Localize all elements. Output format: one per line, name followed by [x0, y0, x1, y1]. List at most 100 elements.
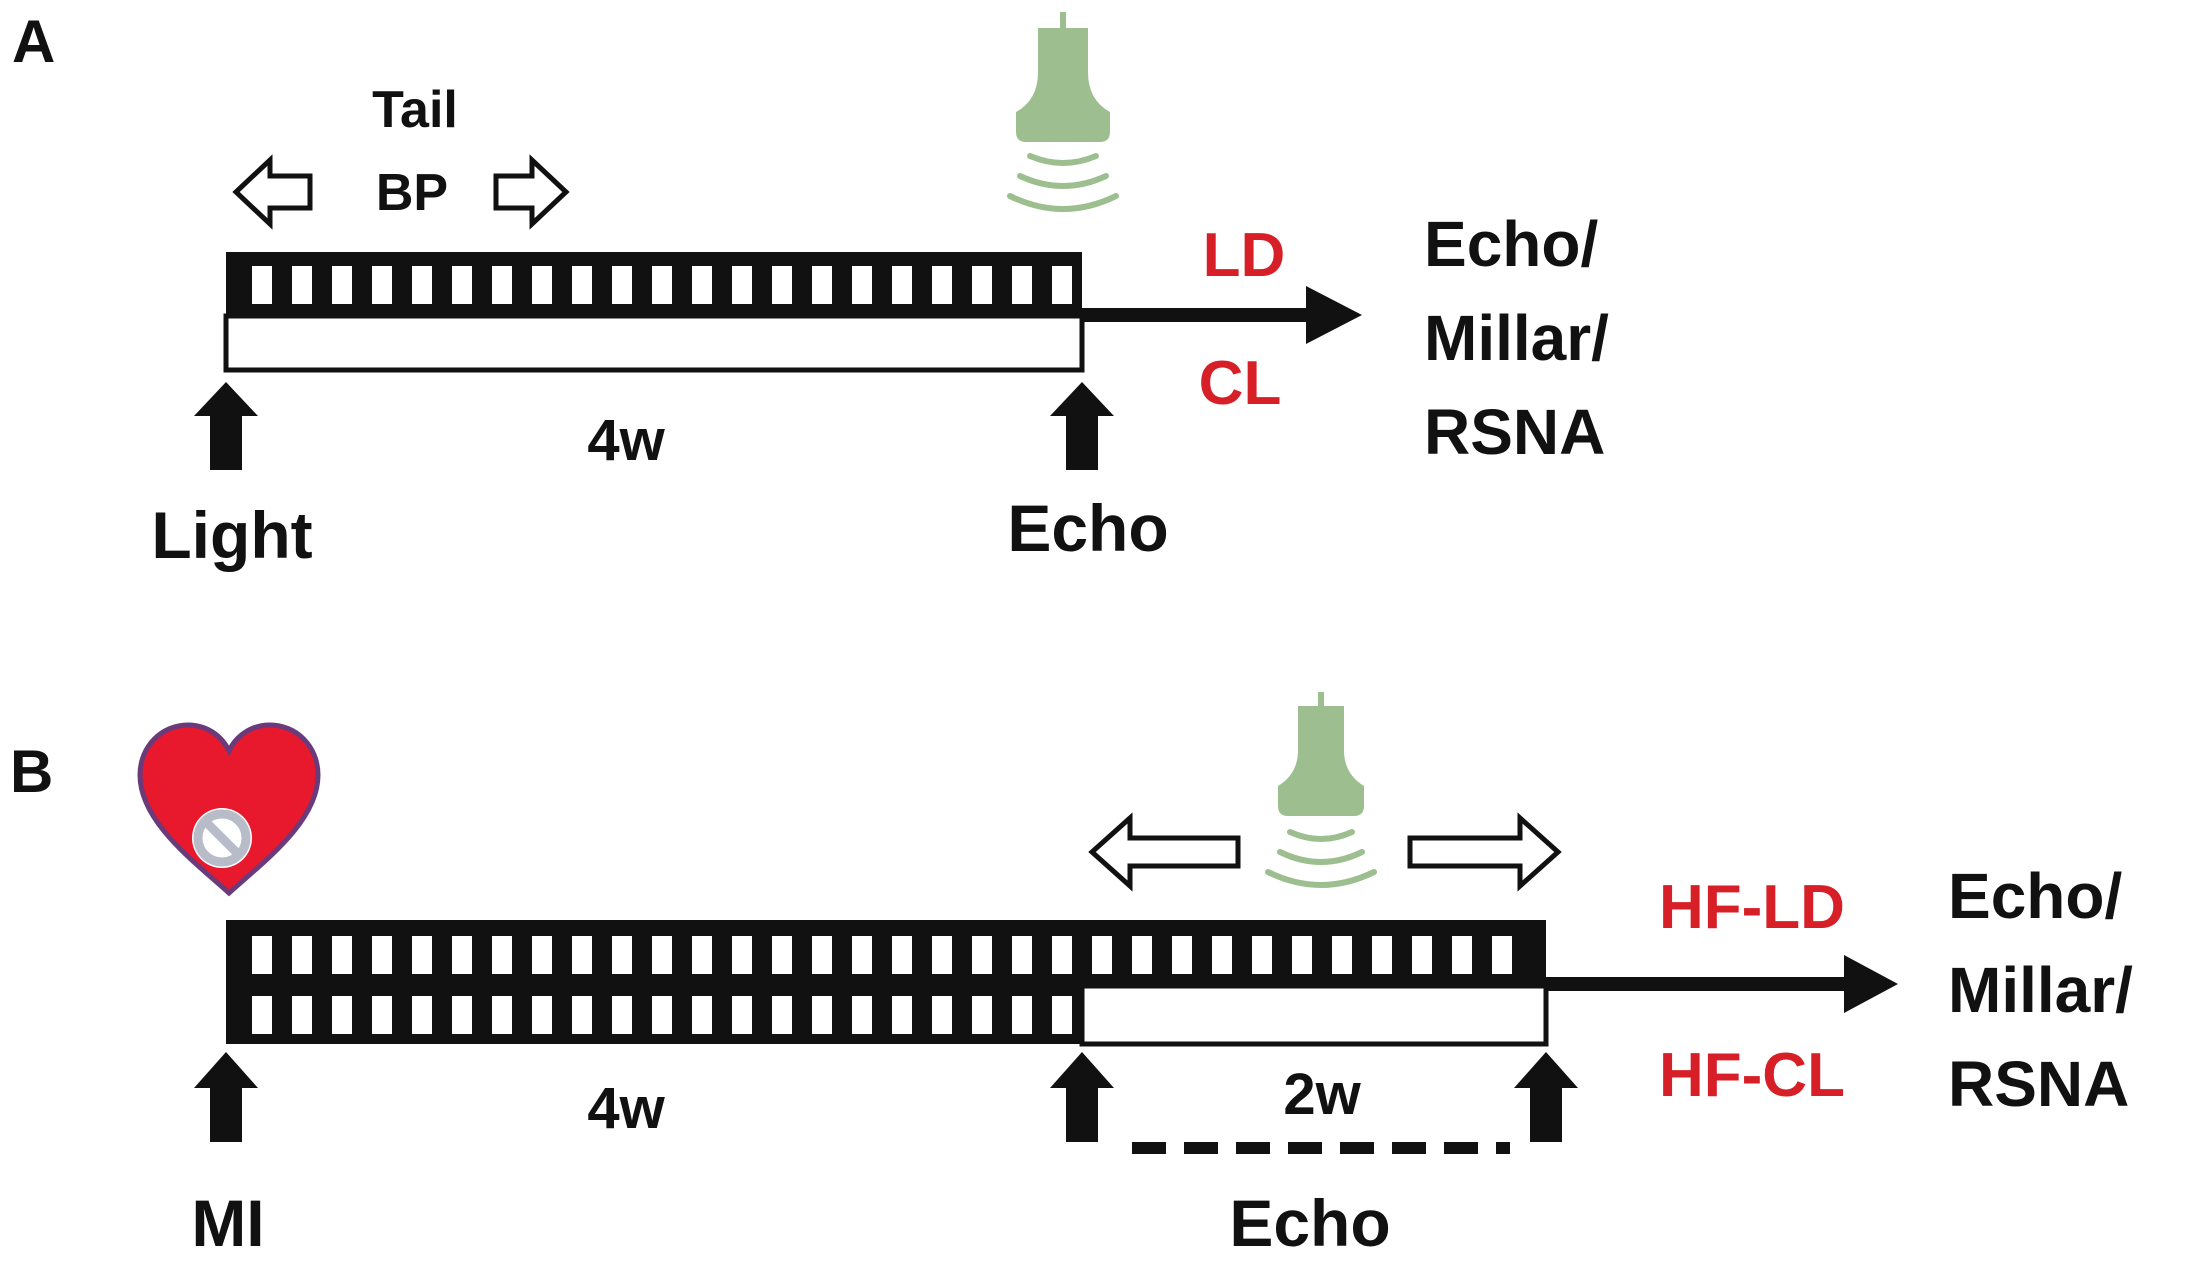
panel-a: A Tail BP: [12, 8, 1609, 572]
light-period-hole: [1492, 936, 1512, 974]
outcome-label-line1: Echo/: [1424, 208, 1598, 280]
light-period-hole: [1012, 936, 1032, 974]
light-period-hole: [732, 266, 752, 304]
light-period-hole: [452, 936, 472, 974]
light-period-hole: [852, 996, 872, 1034]
light-period-hole: [652, 996, 672, 1034]
ultrasound-probe-icon: [1265, 692, 1377, 888]
light-period-hole: [1252, 936, 1272, 974]
light-period-hole: [572, 936, 592, 974]
light-period-hole: [612, 996, 632, 1034]
light-period-hole: [772, 266, 792, 304]
light-period-hole: [492, 996, 512, 1034]
group-top-label: LD: [1203, 221, 1286, 290]
light-period-hole: [292, 996, 312, 1034]
light-dark-cycle-strip: [226, 252, 1082, 316]
light-period-hole: [732, 936, 752, 974]
light-period-hole: [852, 266, 872, 304]
up-arrow-icon: [194, 1052, 258, 1142]
hollow-right-arrow-icon: [1407, 812, 1562, 892]
light-period-hole: [452, 266, 472, 304]
outcome-label-line3: RSNA: [1948, 1048, 2129, 1120]
up-arrow-icon: [1514, 1052, 1578, 1142]
light-period-hole: [1172, 936, 1192, 974]
light-period-hole: [972, 266, 992, 304]
light-period-hole: [372, 266, 392, 304]
light-period-hole: [492, 936, 512, 974]
light-period-hole: [412, 266, 432, 304]
light-period-hole: [892, 266, 912, 304]
light-period-hole: [692, 266, 712, 304]
light-period-hole: [412, 996, 432, 1034]
light-period-hole: [572, 996, 592, 1034]
panel-b: B: [10, 692, 2133, 1260]
heart-prohibition-icon: [137, 722, 321, 897]
light-period-hole: [972, 996, 992, 1034]
outcome-label-line2: Millar/: [1948, 954, 2133, 1026]
light-period-hole: [932, 996, 952, 1034]
light-period-hole: [532, 996, 552, 1034]
light-period-hole: [372, 936, 392, 974]
light-period-hole: [1012, 266, 1032, 304]
light-period-hole: [1332, 936, 1352, 974]
light-period-hole: [812, 996, 832, 1034]
hollow-left-arrow-icon: [1088, 812, 1241, 892]
light-period-hole: [932, 266, 952, 304]
duration-extra-label: 2w: [1283, 1062, 1361, 1127]
light-period-hole: [812, 936, 832, 974]
timeline-arrow-icon: [1546, 955, 1898, 1013]
light-period-hole: [1212, 936, 1232, 974]
light-period-hole: [652, 936, 672, 974]
group-top-label: HF-LD: [1659, 873, 1845, 942]
up-arrow-icon: [194, 382, 258, 470]
light-period-hole: [332, 266, 352, 304]
light-period-hole: [772, 936, 792, 974]
light-period-hole: [1412, 936, 1432, 974]
light-period-hole: [1292, 936, 1312, 974]
light-period-hole: [972, 936, 992, 974]
light-period-hole: [1052, 996, 1072, 1034]
light-period-hole: [252, 266, 272, 304]
light-period-hole: [612, 266, 632, 304]
light-period-hole: [1372, 936, 1392, 974]
light-period-hole: [652, 266, 672, 304]
light-dark-cycle-strip: [226, 920, 1549, 1047]
light-period-hole: [612, 936, 632, 974]
duration-bar: [223, 313, 1085, 373]
tail-bp-label-line1: Tail: [372, 81, 458, 139]
group-bottom-label: CL: [1199, 349, 1282, 418]
up-arrow-icon: [1050, 382, 1114, 470]
light-period-hole: [332, 996, 352, 1034]
outcome-label-line3: RSNA: [1424, 396, 1605, 468]
ultrasound-probe-icon: [1007, 12, 1119, 212]
light-period-hole: [292, 936, 312, 974]
group-bottom-label: HF-CL: [1659, 1041, 1845, 1110]
light-period-hole: [532, 266, 552, 304]
tail-bp-label-line2: BP: [376, 164, 448, 222]
light-period-hole: [692, 936, 712, 974]
timeline-arrow-icon: [1082, 286, 1362, 344]
light-period-hole: [492, 266, 512, 304]
end-event-label: Echo: [1007, 491, 1168, 565]
start-event-label: MI: [191, 1186, 264, 1260]
light-period-hole: [1012, 996, 1032, 1034]
light-period-hole: [372, 996, 392, 1034]
light-period-hole: [852, 936, 872, 974]
duration-label: 4w: [587, 408, 665, 473]
light-period-hole: [532, 936, 552, 974]
light-period-hole: [892, 996, 912, 1034]
light-period-hole: [892, 936, 912, 974]
light-period-hole: [1132, 936, 1152, 974]
duration-main-label: 4w: [587, 1076, 665, 1141]
light-period-hole: [692, 996, 712, 1034]
panel-b-label: B: [10, 738, 53, 805]
light-period-hole: [452, 996, 472, 1034]
up-arrow-icon: [1050, 1052, 1114, 1142]
light-period-hole: [1052, 936, 1072, 974]
light-period-hole: [1452, 936, 1472, 974]
start-event-label: Light: [151, 498, 312, 572]
light-period-hole: [252, 996, 272, 1034]
light-period-hole: [1092, 936, 1112, 974]
light-period-hole: [292, 266, 312, 304]
